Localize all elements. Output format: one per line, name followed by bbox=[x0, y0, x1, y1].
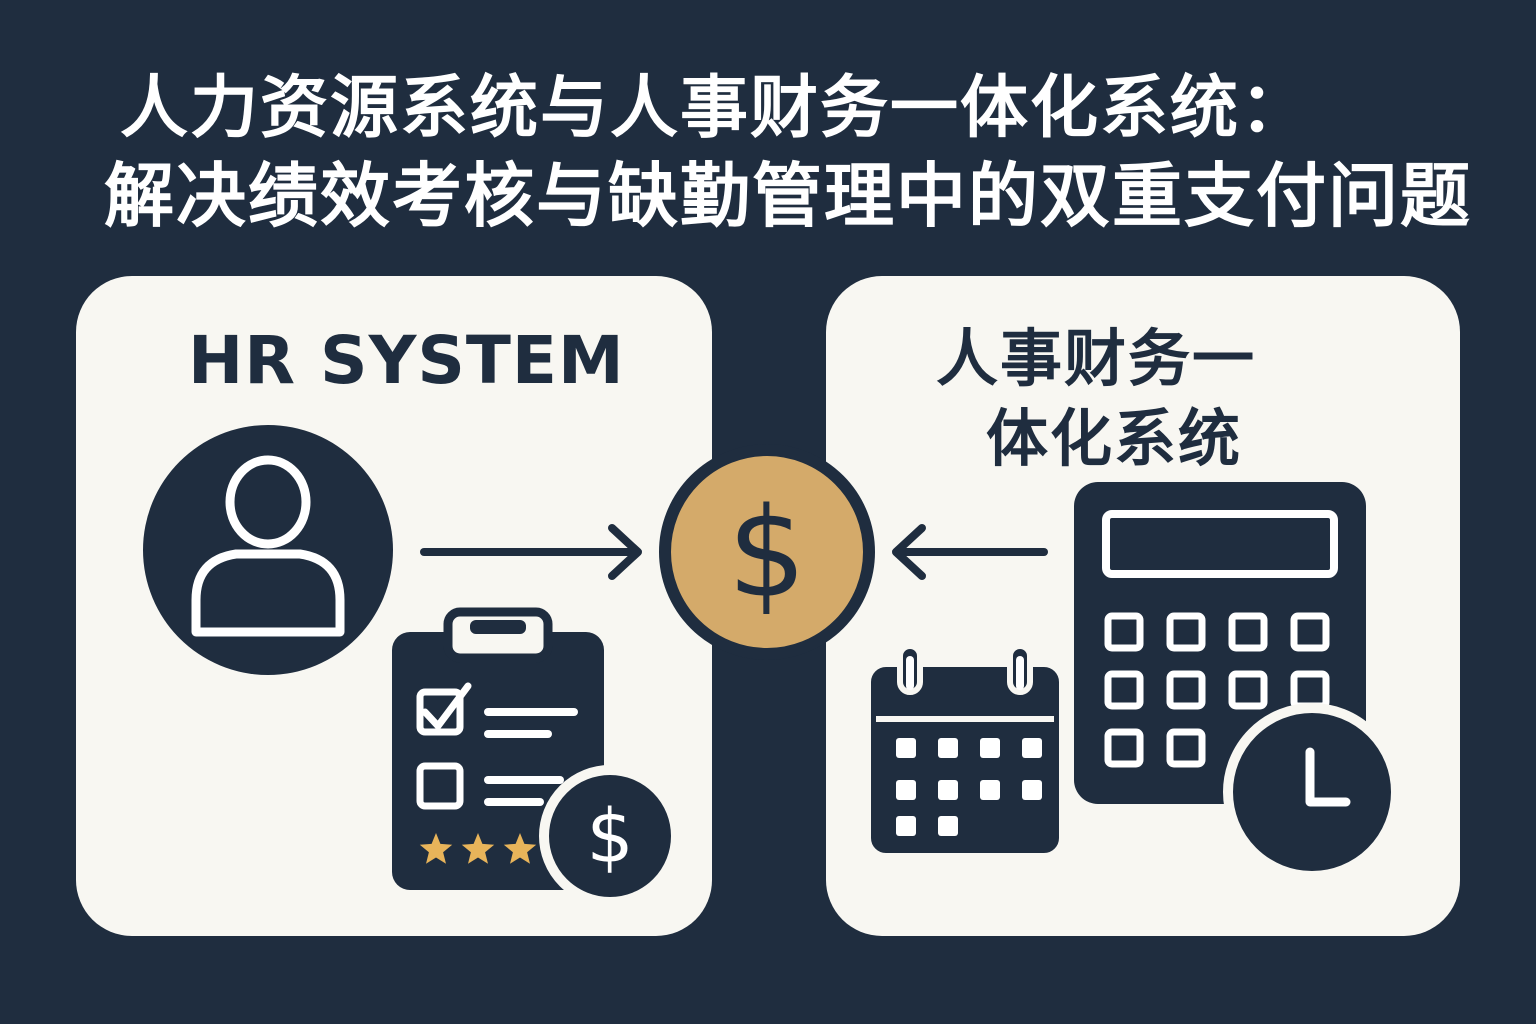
calendar-day bbox=[896, 780, 916, 800]
coin-symbol: $ bbox=[728, 482, 807, 626]
star-icon bbox=[461, 833, 495, 864]
calculator-key bbox=[1104, 612, 1144, 652]
integrated-system-label-line-2: 体化系统 bbox=[986, 402, 1243, 475]
calendar-day bbox=[980, 738, 1000, 758]
star-icon bbox=[503, 833, 537, 864]
calendar-day bbox=[1022, 780, 1042, 800]
integrated-system-label-line-1: 人事财务一 bbox=[936, 322, 1257, 395]
calculator-key bbox=[1228, 612, 1268, 652]
title-line-2: 解决绩效考核与缺勤管理中的双重支付问题 bbox=[104, 155, 1472, 237]
calendar-day bbox=[896, 816, 916, 836]
calendar-day bbox=[938, 816, 958, 836]
calendar-day bbox=[896, 738, 916, 758]
calendar-day bbox=[938, 738, 958, 758]
arrow-right-icon bbox=[420, 524, 642, 580]
calendar-day bbox=[1022, 738, 1042, 758]
calculator-key bbox=[1228, 670, 1268, 710]
calendar-day bbox=[980, 780, 1000, 800]
calculator-key bbox=[1166, 612, 1206, 652]
calculator-key bbox=[1166, 670, 1206, 710]
title-line-1: 人力资源系统与人事财务一体化系统： bbox=[120, 69, 1311, 148]
calculator-key bbox=[1104, 670, 1144, 710]
svg-text:$: $ bbox=[586, 794, 633, 880]
user-icon bbox=[143, 425, 393, 675]
arrow-left-icon bbox=[892, 524, 1048, 580]
dollar-coin-icon: $ bbox=[659, 444, 875, 660]
calendar-day bbox=[938, 780, 958, 800]
calculator-key bbox=[1290, 612, 1330, 652]
rating-stars bbox=[419, 833, 537, 864]
star-icon bbox=[419, 833, 453, 864]
clock-icon bbox=[1223, 703, 1401, 881]
hr-system-label: HR SYSTEM bbox=[188, 322, 625, 399]
calculator-key bbox=[1104, 728, 1144, 768]
calculator-key bbox=[1166, 728, 1206, 768]
dollar-icon: $ bbox=[539, 765, 681, 907]
calendar-icon bbox=[865, 643, 1065, 859]
